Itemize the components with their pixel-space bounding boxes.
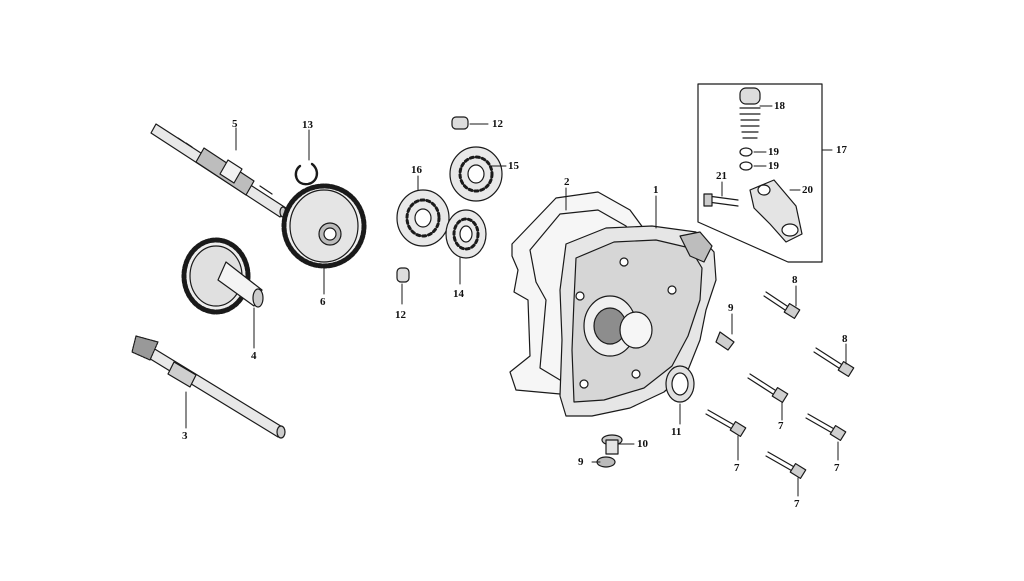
- drain-bolt-10: [601, 434, 623, 455]
- bearing-15: [449, 146, 503, 202]
- callout-5: 5: [232, 118, 238, 130]
- callout-9-upper: 9: [728, 302, 734, 314]
- callout-3: 3: [182, 430, 188, 442]
- callout-12-bottom: 12: [395, 309, 406, 321]
- callout-12-top: 12: [492, 118, 503, 130]
- bolt-7-a: [747, 373, 789, 404]
- gear-6: [281, 183, 367, 269]
- oil-seal-11: [665, 365, 695, 403]
- callout-10: 10: [637, 438, 648, 450]
- bearing-14: [445, 209, 487, 259]
- callout-2: 2: [564, 176, 570, 188]
- bolt-9-upper: [715, 331, 735, 351]
- callout-16: 16: [411, 164, 422, 176]
- callout-19-b: 19: [768, 160, 779, 172]
- leader-lines: [185, 105, 847, 497]
- dowel-pin-12-top: [451, 116, 469, 130]
- bolt-8-upper: [763, 291, 801, 320]
- callout-8-upper: 8: [792, 274, 798, 286]
- bolt-21: [703, 193, 739, 207]
- filter-18: [739, 87, 761, 139]
- callout-18: 18: [774, 100, 785, 112]
- callout-21: 21: [716, 170, 727, 182]
- callout-7-a: 7: [778, 420, 784, 432]
- o-ring-19-b: [739, 161, 753, 171]
- snap-ring-13: [294, 162, 319, 186]
- dowel-pin-12-bottom: [396, 267, 410, 283]
- callout-9-bottom: 9: [578, 456, 584, 468]
- callout-7-d: 7: [794, 498, 800, 510]
- bracket-20: [749, 179, 803, 243]
- bolt-7-d: [765, 451, 807, 480]
- callout-11: 11: [671, 426, 682, 438]
- shaft-3: [131, 335, 286, 439]
- gear-4: [181, 237, 264, 315]
- callout-7-b: 7: [734, 462, 740, 474]
- callout-13: 13: [302, 119, 313, 131]
- shaft-5: [150, 123, 287, 218]
- callout-7-c: 7: [834, 462, 840, 474]
- callout-6: 6: [320, 296, 326, 308]
- bolt-7-b: [705, 409, 747, 438]
- callout-4: 4: [251, 350, 257, 362]
- o-ring-19-a: [739, 147, 753, 157]
- bearing-16: [396, 189, 450, 247]
- callout-20: 20: [802, 184, 813, 196]
- callout-17: 17: [836, 144, 847, 156]
- callout-8-lower: 8: [842, 333, 848, 345]
- kit-box-17: [697, 83, 823, 263]
- bolt-8-lower: [813, 347, 855, 378]
- callout-15: 15: [508, 160, 519, 172]
- bolt-7-c: [805, 413, 847, 442]
- callout-19-a: 19: [768, 146, 779, 158]
- callout-1: 1: [653, 184, 659, 196]
- callout-14: 14: [453, 288, 464, 300]
